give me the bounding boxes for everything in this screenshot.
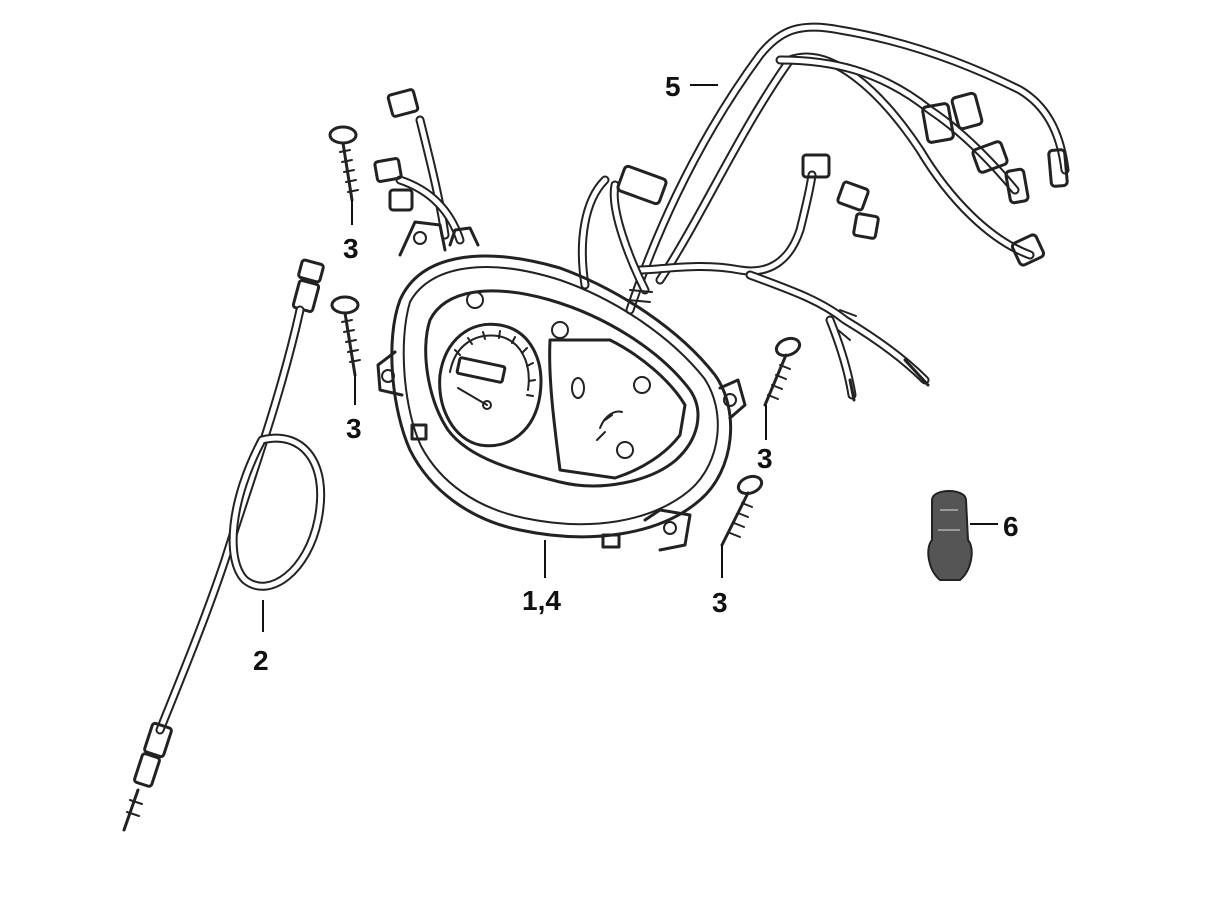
callout-screw-upper-left: 3 [343,233,359,264]
callout-screw-right-upper: 3 [757,443,773,474]
screw-right-upper [763,336,802,407]
screw-upper-left [328,125,359,202]
callout-bulb: 6 [1003,511,1019,542]
screw-right-lower [720,474,764,547]
instrument-cluster [376,220,747,552]
callout-wiring-harness: 5 [665,71,681,102]
screw-mid-left [330,295,361,377]
callout-instrument-cluster: 1,4 [522,585,561,616]
wiring-harness [373,22,1070,402]
speedometer-cable [122,258,326,832]
callout-screw-mid-left: 3 [346,413,362,444]
callout-speedometer-cable: 2 [253,645,269,676]
callout-screw-right-lower: 3 [712,587,728,618]
bulb [927,490,973,581]
